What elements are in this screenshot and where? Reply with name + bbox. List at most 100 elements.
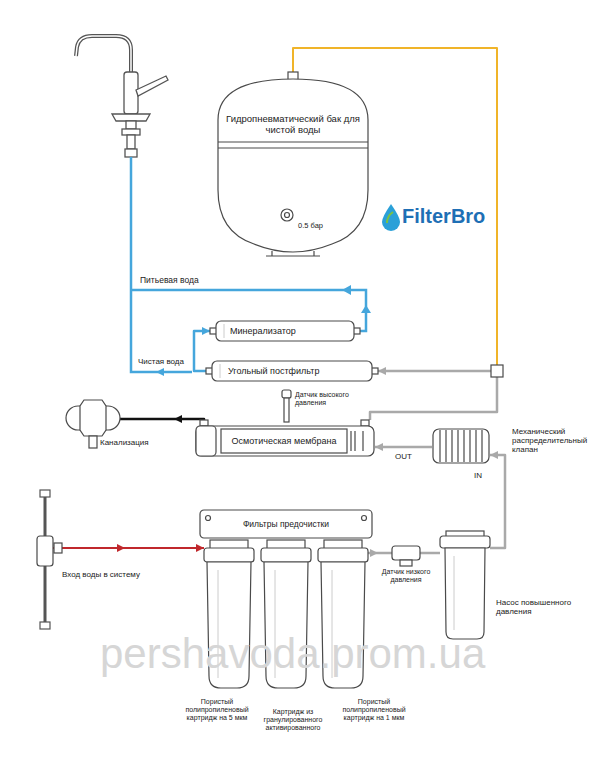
mineralizer-cartridge-part [224,324,225,338]
booster-pump-part [454,556,455,630]
membrane-label: Осмотическая мембрана [223,425,345,457]
line-label-box: Питьевая вода [140,276,230,286]
edge-label: IN [472,471,484,480]
line-label: Питьевая вода [140,276,230,286]
site-watermark: pershavoda.prom.ua [100,630,580,678]
tee-fitting [491,365,503,377]
line-label: Чистая вода [138,357,190,366]
faucet-part [136,76,168,96]
membrane-housing: Осмотическая мембрана [195,425,375,457]
high-pressure-sensor: Датчик высокого давления [279,388,351,422]
low-pressure-sensor-part [400,560,412,566]
tank-label-box: 0.5 бар [298,222,348,231]
membrane-housing-part [200,420,208,426]
arrow-head [202,327,210,335]
logo-watermark: FilterBro [402,204,494,228]
post-filter-cartridge-part [212,361,372,381]
faucet-part [126,121,136,129]
pressure-tank-part [266,251,320,256]
logo-drop [382,204,400,231]
faucet-part [127,135,135,149]
drain-label: Канализация [100,438,172,447]
booster-pump: Насос повышенного давления [440,536,490,640]
inlet-pipe-part [40,622,50,629]
arrow-head [174,415,182,423]
logo-drop-part [382,204,400,231]
membrane-label-box: Осмотическая мембрана [223,425,345,457]
line-label-box: Чистая вода [138,357,190,366]
sensor-label: Датчик низкого давления [378,568,434,584]
edge-label: OUT [393,452,414,461]
valve-label-box: Механический распределительный клапан [512,427,595,455]
cartridge-caption: Пористый полипропиленовый картридж на 1 … [338,698,410,722]
edge-label-box: IN [472,471,484,480]
faucet-part [112,114,150,121]
mineralizer-cartridge-part [216,321,354,341]
inlet-valve: Вход воды в систему [28,528,170,584]
cartridge-label-box: Минерализатор [230,320,350,342]
faucet-part [124,72,138,114]
tank-label-box: Гидропневматический бак для чистой воды [226,114,360,136]
inlet-label: Вход воды в систему [62,570,168,579]
pressure-tank-part [285,213,290,218]
prefilter-block-part [362,516,367,521]
inlet-valve-part [117,544,125,552]
faucet [76,36,168,157]
pipe-connector [368,549,378,557]
booster-pump-part [445,548,485,639]
faucet-part [76,36,131,74]
high-pressure-sensor-part [282,390,291,398]
prefilter-cartridge-part [204,548,254,562]
pressure-tank-part [218,79,368,252]
sensor-label: Датчик высокого давления [295,391,349,407]
cartridge-label-box: Угольный постфильтр [228,360,368,382]
pipe-connector [170,544,204,552]
prefilter-cartridge-part [261,548,311,562]
prefilter-block-part [206,516,211,521]
faucet-part [122,129,140,135]
distribution-valve: Механический распределительный клапан [432,425,490,467]
drain-clamp: Канализация [62,392,174,454]
inlet-valve-part [37,536,53,566]
distribution-valve-part [433,429,489,463]
low-pressure-sensor-part [392,546,420,560]
cartridge-caption: Пористый полипропиленовый картридж на 5 … [184,698,250,722]
pipe-connector [370,367,497,420]
arrow-head [490,451,498,459]
prefilter-cartridge-part [318,548,368,562]
pipe-connector [375,443,432,451]
cartridge-caption-box: Картридж из гранулированного активирован… [257,708,329,732]
pump-label-box: Насос повышенного давления [496,598,578,616]
pipe-line [434,552,440,555]
low-pressure-sensor: Датчик низкого давления [378,543,434,601]
logo-watermark-box: FilterBro [402,204,494,228]
booster-pump-outline [440,536,490,640]
drain-label-box: Канализация [100,438,172,447]
site-watermark-box: pershavoda.prom.ua [100,630,580,678]
pipe-line [375,446,432,449]
edge-label-box: OUT [393,452,414,461]
mineralizer-cartridge: Минерализатор [210,320,360,342]
inlet-valve-part [54,543,62,553]
prefilter-label: Фильтры предочистки [210,510,362,538]
post-filter-cartridge-part [220,364,221,378]
inlet-valve-part [53,547,170,549]
tank-label: Гидропневматический бак для чистой воды [226,114,360,136]
membrane-housing-part [361,420,369,426]
valve-label: Механический распределительный клапан [512,427,595,455]
pipe-line [490,455,505,548]
drinking-water-line-part [342,285,351,295]
high-pressure-sensor-part [284,398,289,422]
membrane-housing-part [351,431,363,451]
logo-drop-part [387,212,393,223]
prefilter-block-part [200,510,372,538]
pipe-connector [434,553,440,554]
arrow-head [375,443,383,451]
pressure-tank-part [281,209,293,221]
sensor-label-box: Датчик низкого давления [378,568,434,584]
pressure-tank-outline [212,72,374,257]
inlet-pipe-part [40,490,50,497]
cartridge-caption-box: Пористый полипропиленовый картридж на 5 … [184,698,250,722]
faucet-part [76,36,131,74]
